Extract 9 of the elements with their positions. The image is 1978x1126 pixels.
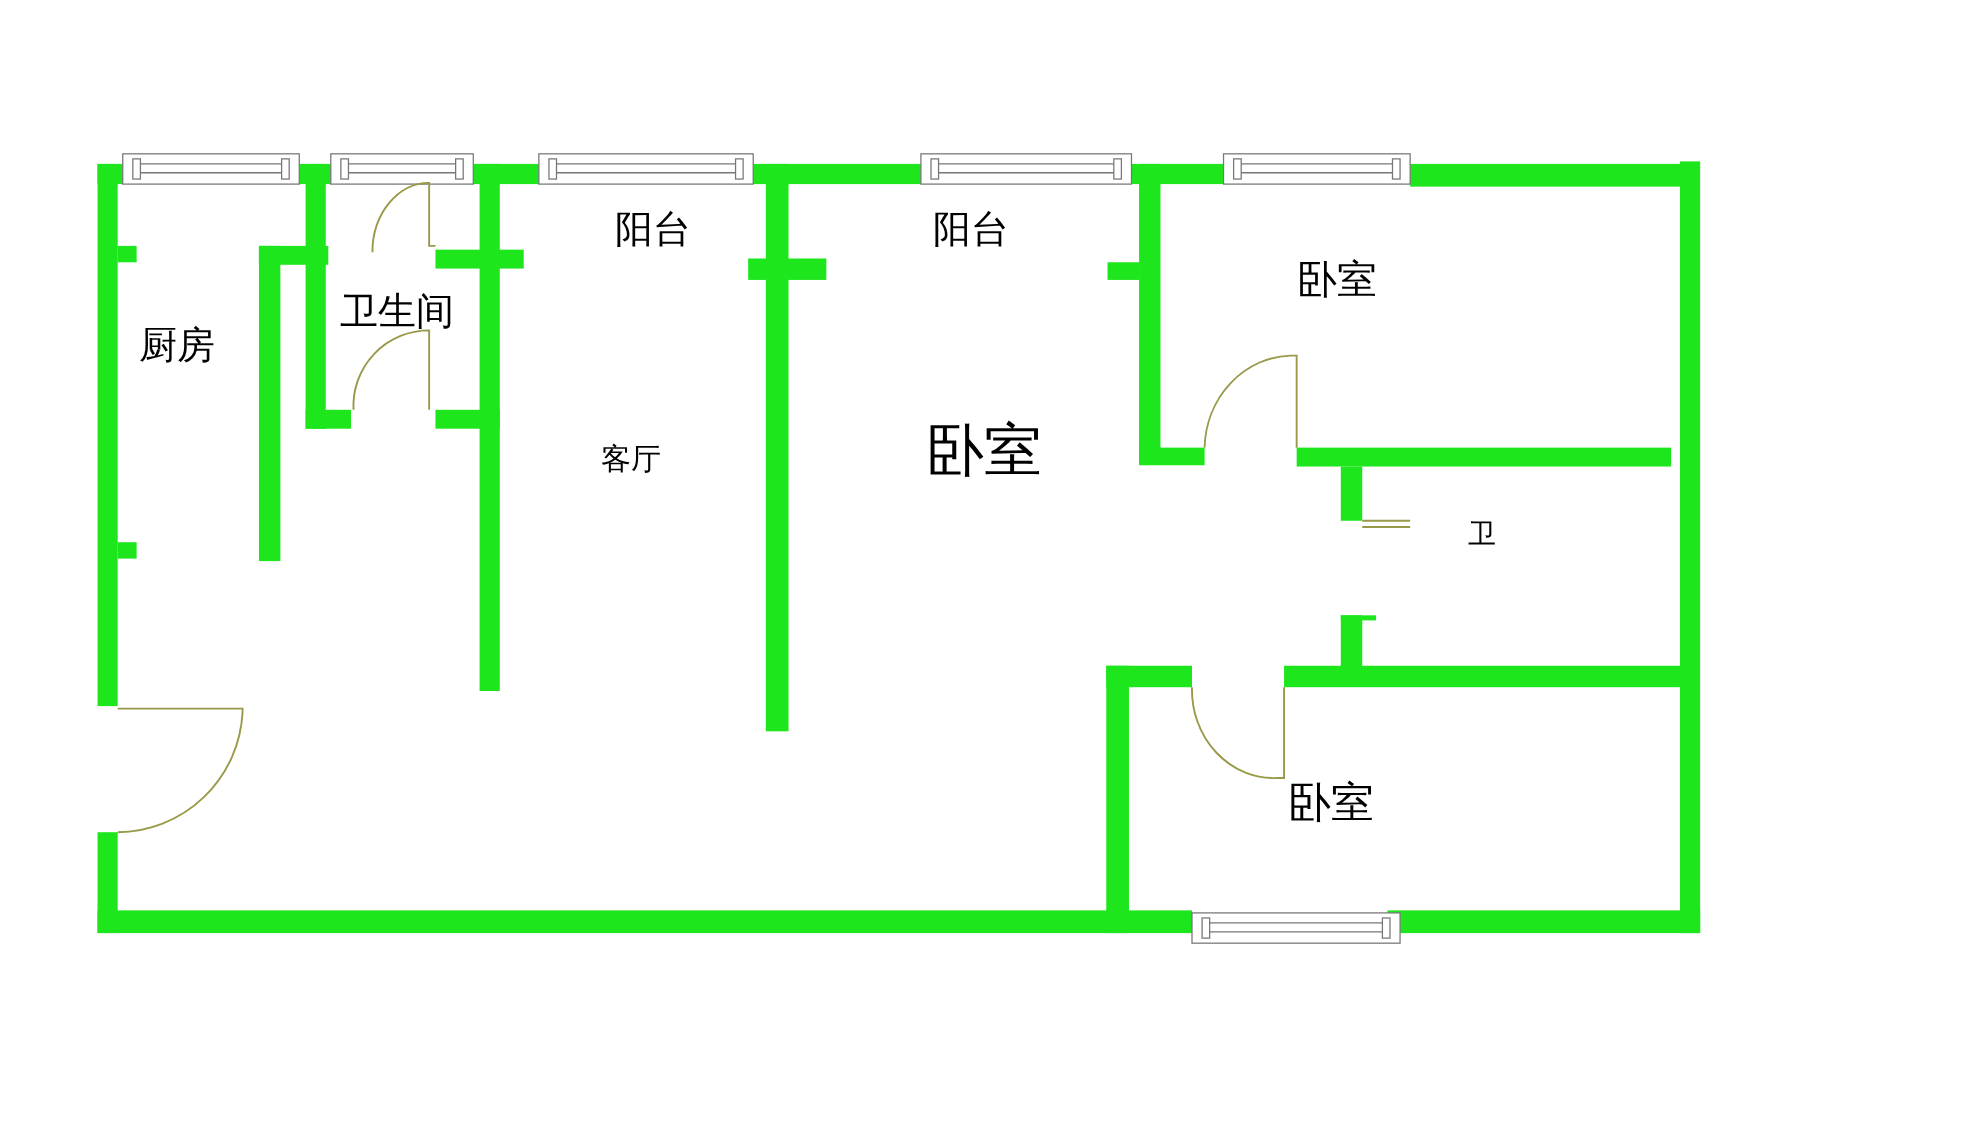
room-label: 阳台 [615, 210, 692, 249]
room-label: 客厅 [600, 444, 661, 475]
room-label: 阳台 [933, 210, 1010, 249]
room-label: 卧室 [925, 421, 1042, 480]
room-label: 卧室 [1287, 780, 1374, 824]
room-label: 卧室 [1297, 259, 1378, 301]
room-label: 卫生间 [340, 292, 455, 331]
room-label: 卫 [1468, 519, 1497, 548]
room-label: 厨房 [138, 326, 215, 365]
